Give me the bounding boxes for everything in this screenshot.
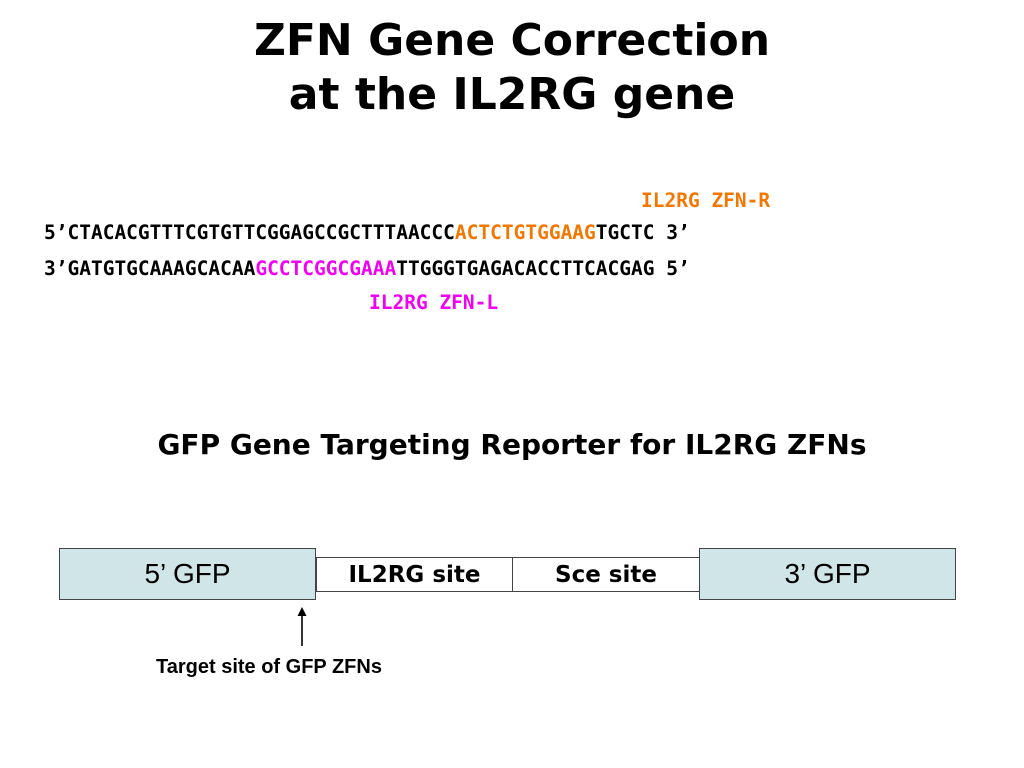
top-strand-zfn-r-site: ACTCTGTGGAAG — [454, 221, 596, 244]
top-strand-prefix: 5’CTACACGTTTCGTGTTCGGAGCCGCTTTAACCC — [44, 221, 455, 244]
gfp-3-prime-label: 3’ GFP — [784, 558, 871, 589]
gfp-5-prime-label: 5’ GFP — [144, 558, 231, 589]
top-strand-sequence: 5’CTACACGTTTCGTGTTCGGAGCCGCTTTAACCCACTCT… — [44, 220, 690, 246]
target-arrow-icon — [297, 607, 307, 646]
sce-site-box: Sce site — [512, 557, 700, 592]
slide-title: ZFN Gene Correction at the IL2RG gene — [0, 14, 1024, 122]
title-line-1: ZFN Gene Correction — [253, 15, 771, 66]
gfp-5-prime-box: 5’ GFP — [59, 548, 316, 600]
zfn-r-label: IL2RG ZFN-R — [641, 189, 771, 212]
bottom-strand-zfn-l-site: GCCTCGGCGAAA — [255, 257, 397, 280]
top-strand-suffix: TGCTC 3’ — [595, 221, 690, 244]
reporter-subtitle: GFP Gene Targeting Reporter for IL2RG ZF… — [157, 428, 867, 461]
bottom-strand-sequence: 3’GATGTGCAAAGCACAAGCCTCGGCGAAATTGGGTGAGA… — [44, 256, 690, 282]
il2rg-site-box: IL2RG site — [316, 557, 513, 592]
gfp-3-prime-box: 3’ GFP — [699, 548, 956, 600]
bottom-strand-suffix: TTGGGTGAGACACCTTCACGAG 5’ — [396, 257, 690, 280]
bottom-strand-prefix: 3’GATGTGCAAAGCACAA — [44, 257, 256, 280]
sce-site-label: Sce site — [555, 561, 657, 588]
zfn-l-label: IL2RG ZFN-L — [369, 291, 499, 314]
il2rg-site-label: IL2RG site — [348, 561, 481, 588]
target-site-label: Target site of GFP ZFNs — [156, 656, 382, 678]
title-line-2: at the IL2RG gene — [288, 69, 736, 120]
